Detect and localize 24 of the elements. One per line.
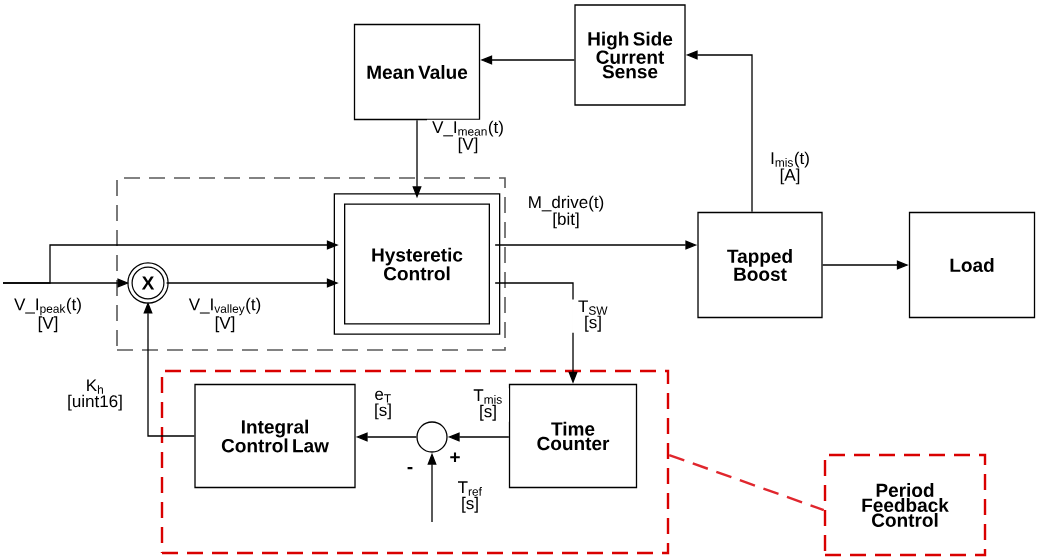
process-box: High Side Current Sense: [574, 4, 686, 106]
edge-label: T$_{SW}$ [s]: [572, 299, 614, 333]
process-box: Time Counter: [508, 383, 638, 489]
dashed-connector: [668, 453, 825, 512]
dashed-region: [160, 369, 670, 555]
edge-label: I$_{mis}$(t) [A]: [761, 150, 819, 186]
process-box: Tapped Boost: [697, 211, 823, 319]
process-box: Load: [908, 211, 1036, 319]
edge-label: V_I$_{mean}$(t) [V]: [427, 119, 509, 155]
summing-junction: [416, 421, 448, 453]
edge-label: T$_{ref}$ [s]: [449, 480, 491, 514]
process-box: Integral Control Law: [194, 383, 356, 489]
process-box: Mean Value: [353, 23, 481, 121]
edge-label: e$_{T}$ [s]: [368, 389, 398, 421]
dashed-region: [116, 177, 506, 351]
edge-label: M_drive(t) [bit]: [517, 194, 615, 230]
edge-label: T$_{mis}$ [s]: [467, 388, 509, 422]
control-block: Hysteretic Control: [333, 193, 501, 335]
sign-label: -: [407, 467, 413, 470]
edge-label: K$_{h}$ [uint16]: [61, 378, 129, 412]
callout-box: Period Feedback Control: [823, 453, 987, 557]
edge-label: V_I$_{valley}$(t) [V]: [179, 296, 271, 334]
edge-label: V_I$_{peak}$(t) [V]: [8, 296, 88, 334]
sign-label: +: [450, 452, 460, 463]
